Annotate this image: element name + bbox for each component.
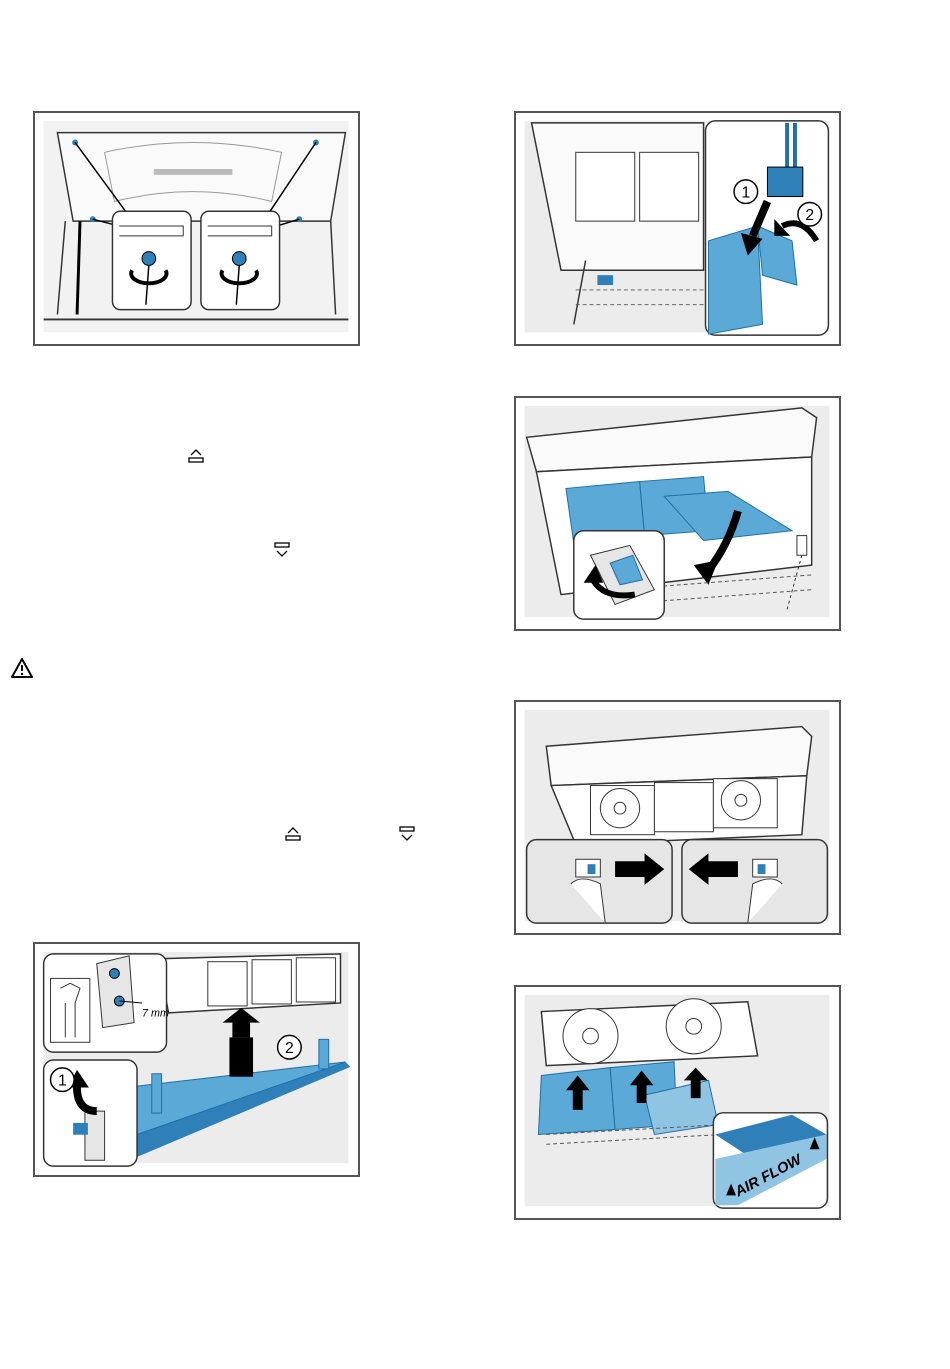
- fig-panel-label-7mm: 7 mm: [142, 1008, 169, 1020]
- figure-grease-filter: [514, 396, 841, 631]
- figure-screws: [33, 111, 360, 346]
- close-panel-icon-2: [398, 826, 416, 842]
- figure-connector-drawing: 1 2: [516, 113, 839, 344]
- figure-slide-frame-drawing: [516, 702, 839, 933]
- fig-panel-step-1: 1: [58, 1073, 67, 1090]
- figure-panel-drawing: 2 7 mm 1: [35, 944, 358, 1175]
- warning-icon: [10, 657, 34, 679]
- open-panel-icon: [187, 448, 205, 464]
- figure-slide-frame: [514, 700, 841, 935]
- figure-airflow: AIR FLOW: [514, 985, 841, 1220]
- open-panel-icon-2: [284, 826, 302, 842]
- fig-connector-step-2: 2: [805, 207, 814, 224]
- figure-grease-filter-drawing: [516, 398, 839, 629]
- figure-panel: 2 7 mm 1: [33, 942, 360, 1177]
- figure-airflow-drawing: AIR FLOW: [516, 987, 839, 1218]
- figure-screws-drawing: [35, 113, 358, 344]
- figure-connector: 1 2: [514, 111, 841, 346]
- fig-connector-step-1: 1: [741, 185, 750, 202]
- fig-panel-step-2: 2: [285, 1040, 294, 1057]
- close-panel-icon: [273, 542, 291, 558]
